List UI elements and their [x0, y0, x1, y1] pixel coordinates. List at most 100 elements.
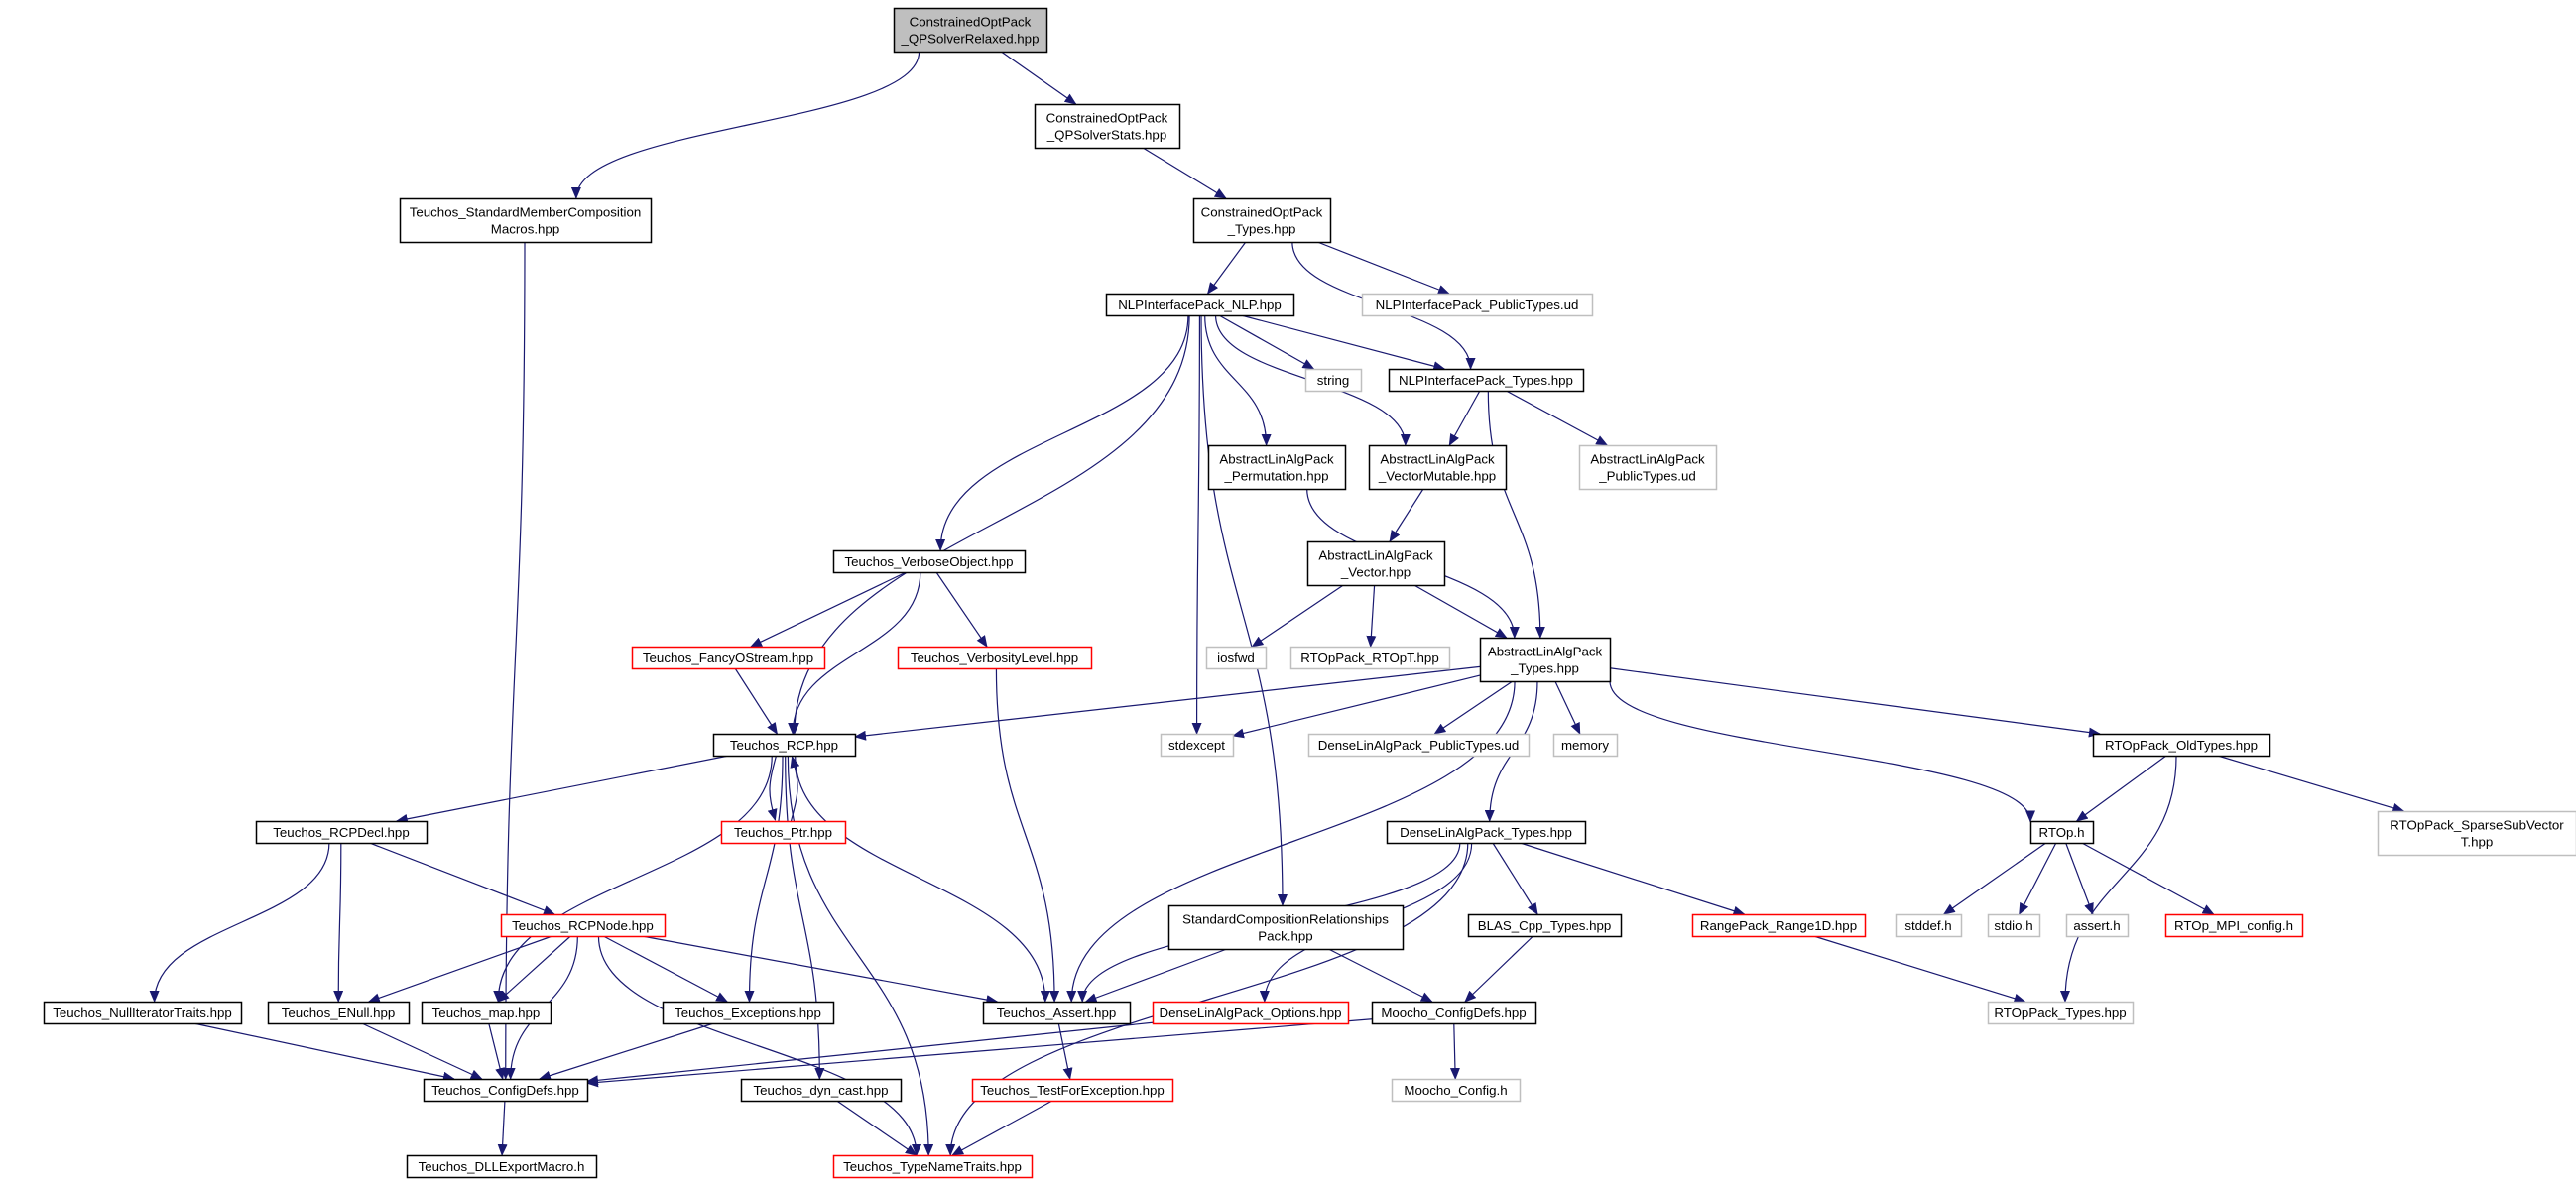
edge-dlatypes-to-range [1520, 842, 1746, 916]
node-rcp[interactable]: Teuchos_RCP.hpp [712, 733, 857, 758]
node-label-qpstats-0: ConstrainedOptPack [1046, 111, 1168, 126]
node-range[interactable]: RangePack_Range1D.hpp [1691, 913, 1867, 938]
node-label-dyncast-0: Teuchos_dyn_cast.hpp [753, 1083, 888, 1098]
edge-cotypes-to-nlp [1206, 241, 1247, 295]
node-label-nulliter-0: Teuchos_NullIteratorTraits.hpp [53, 1006, 232, 1020]
node-stddef: stddef.h [1895, 913, 1963, 938]
node-nlp[interactable]: NLPInterfacePack_NLP.hpp [1105, 293, 1295, 317]
node-label-sparse-1: T.hpp [2461, 835, 2494, 850]
node-box-mpiconf [2164, 913, 2304, 938]
edge-verbose-to-fancy [750, 571, 907, 648]
edge-range-to-rtoptypes [1813, 935, 2026, 1004]
edge-root-to-qpstats [1000, 51, 1077, 105]
node-configdefs[interactable]: Teuchos_ConfigDefs.hpp [423, 1078, 589, 1103]
node-label-exceptions-0: Teuchos_Exceptions.hpp [675, 1006, 821, 1020]
node-label-iosfwd-0: iosfwd [1217, 651, 1255, 665]
node-box-dlatypes [1386, 820, 1587, 845]
node-box-rcp [712, 733, 857, 758]
node-dyncast[interactable]: Teuchos_dyn_cast.hpp [740, 1078, 903, 1103]
node-blas[interactable]: BLAS_Cpp_Types.hpp [1467, 913, 1623, 938]
node-box-perm [1207, 444, 1347, 491]
node-typename[interactable]: Teuchos_TypeNameTraits.hpp [832, 1154, 1034, 1179]
edge-dyncast-to-typename [836, 1100, 918, 1156]
node-moochodefs[interactable]: Moocho_ConfigDefs.hpp [1371, 1001, 1537, 1025]
node-label-rtopt-0: RTOpPack_RTOpT.hpp [1300, 651, 1438, 665]
node-nlppub: NLPInterfacePack_PublicTypes.ud [1361, 293, 1594, 317]
node-map[interactable]: Teuchos_map.hpp [421, 1001, 552, 1025]
node-alatypes[interactable]: AbstractLinAlgPack_Types.hpp [1479, 637, 1612, 683]
node-box-fancy [631, 646, 826, 670]
node-mpiconf[interactable]: RTOp_MPI_config.h [2164, 913, 2304, 938]
edge-scr-to-moochodefs [1328, 948, 1433, 1003]
node-rcpnode[interactable]: Teuchos_RCPNode.hpp [500, 913, 667, 938]
node-testexc[interactable]: Teuchos_TestForException.hpp [971, 1078, 1174, 1103]
edge-nlp-to-scr [1200, 314, 1288, 906]
node-box-dlapub [1307, 733, 1531, 758]
node-box-root [893, 7, 1048, 54]
edge-alatypes-to-oldtypes [1609, 667, 2101, 738]
node-box-map [421, 1001, 552, 1025]
node-label-verblevel-0: Teuchos_VerbosityLevel.hpp [911, 651, 1078, 665]
node-perm[interactable]: AbstractLinAlgPack_Permutation.hpp [1207, 444, 1347, 491]
node-vector[interactable]: AbstractLinAlgPack_Vector.hpp [1306, 540, 1446, 587]
node-rcpdecl[interactable]: Teuchos_RCPDecl.hpp [255, 820, 429, 845]
edge-rcpdecl-to-nulliter [149, 842, 330, 1003]
node-cotypes[interactable]: ConstrainedOptPack_Types.hpp [1192, 197, 1332, 244]
node-box-exceptions [662, 1001, 835, 1025]
node-tassert[interactable]: Teuchos_Assert.hpp [982, 1001, 1132, 1025]
node-box-string [1304, 368, 1363, 393]
node-label-testexc-0: Teuchos_TestForException.hpp [980, 1083, 1165, 1098]
node-box-qpstats [1034, 103, 1181, 150]
node-verblevel[interactable]: Teuchos_VerbosityLevel.hpp [897, 646, 1093, 670]
node-verbose[interactable]: Teuchos_VerboseObject.hpp [832, 549, 1027, 574]
node-box-blas [1467, 913, 1623, 938]
node-label-alapub-1: _PublicTypes.ud [1598, 469, 1696, 484]
node-fancy[interactable]: Teuchos_FancyOStream.hpp [631, 646, 826, 670]
edge-cotypes-to-nlppub [1316, 241, 1450, 295]
edge-dlatypes-to-typename [945, 842, 1469, 1156]
node-box-rcpnode [500, 913, 667, 938]
node-vecmut[interactable]: AbstractLinAlgPack_VectorMutable.hpp [1368, 444, 1508, 491]
edge-rcp-to-dyncast [785, 755, 825, 1080]
node-box-moochodefs [1371, 1001, 1537, 1025]
node-box-oldtypes [2092, 733, 2271, 758]
node-box-verblevel [897, 646, 1093, 670]
node-nlptypes[interactable]: NLPInterfacePack_Types.hpp [1388, 368, 1585, 393]
node-dlaopts[interactable]: DenseLinAlgPack_Options.hpp [1152, 1001, 1350, 1025]
edge-rtoph-to-mpiconf [2081, 842, 2215, 915]
edge-rcpnode-to-tassert [642, 935, 999, 1005]
node-label-stdio-0: stdio.h [1994, 918, 2032, 933]
edge-dlaopts-to-configdefs [586, 1021, 1154, 1086]
node-box-typename [832, 1154, 1034, 1179]
node-enull[interactable]: Teuchos_ENull.hpp [267, 1001, 411, 1025]
edge-nlp-to-string [1218, 314, 1315, 370]
node-ptr[interactable]: Teuchos_Ptr.hpp [720, 820, 847, 845]
node-label-scr-0: StandardCompositionRelationships [1182, 912, 1389, 927]
node-dlatypes[interactable]: DenseLinAlgPack_Types.hpp [1386, 820, 1587, 845]
node-box-rtopt [1289, 646, 1451, 670]
node-nulliter[interactable]: Teuchos_NullIteratorTraits.hpp [43, 1001, 243, 1025]
node-box-rcpdecl [255, 820, 429, 845]
node-oldtypes[interactable]: RTOpPack_OldTypes.hpp [2092, 733, 2271, 758]
node-box-vecmut [1368, 444, 1508, 491]
node-label-moochodefs-0: Moocho_ConfigDefs.hpp [1381, 1006, 1526, 1020]
node-label-alatypes-1: _Types.hpp [1510, 661, 1579, 676]
node-exceptions[interactable]: Teuchos_Exceptions.hpp [662, 1001, 835, 1025]
node-smcm[interactable]: Teuchos_StandardMemberCompositionMacros.… [399, 197, 653, 244]
node-box-dlaopts [1152, 1001, 1350, 1025]
node-label-rcpdecl-0: Teuchos_RCPDecl.hpp [273, 825, 409, 840]
node-qpstats[interactable]: ConstrainedOptPack_QPSolverStats.hpp [1034, 103, 1181, 150]
node-box-testexc [971, 1078, 1174, 1103]
node-box-sparse [2377, 810, 2576, 857]
node-label-dlapub-0: DenseLinAlgPack_PublicTypes.ud [1318, 738, 1520, 753]
node-dllexport[interactable]: Teuchos_DLLExportMacro.h [406, 1154, 598, 1179]
node-box-nulliter [43, 1001, 243, 1025]
edge-oldtypes-to-rtoptypes [2059, 755, 2177, 1003]
node-root[interactable]: ConstrainedOptPack_QPSolverRelaxed.hpp [893, 7, 1048, 54]
node-box-alatypes [1479, 637, 1612, 683]
node-label-alapub-0: AbstractLinAlgPack [1590, 452, 1705, 467]
node-box-stdio [1987, 913, 2041, 938]
node-rtoph[interactable]: RTOp.h [2029, 820, 2095, 845]
